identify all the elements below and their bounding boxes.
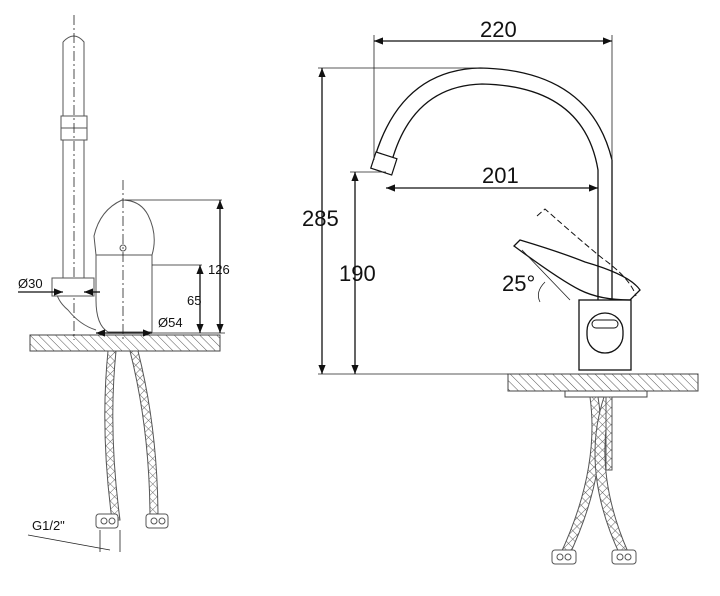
dim-height-65: 65	[187, 293, 201, 308]
side-view: Ø30 Ø54 126 65 G1/2"	[18, 15, 230, 552]
dim-height-126: 126	[208, 262, 230, 277]
lever-side	[93, 199, 155, 256]
hose-fittings-side	[95, 513, 169, 529]
countertop-side	[29, 334, 221, 352]
hose-side-left	[104, 350, 121, 521]
hose-side-right	[129, 350, 159, 521]
dim-spout-diameter: Ø30	[18, 276, 43, 291]
dim-reach-201: 201	[482, 163, 519, 188]
dim-lever-angle: 25°	[502, 271, 535, 296]
dim-thread: G1/2"	[32, 518, 65, 533]
mounting-stud	[605, 396, 613, 471]
dim-height-190: 190	[339, 261, 376, 286]
faucet-body-side	[95, 254, 153, 333]
hose-front-left	[559, 396, 602, 559]
dim-base-diameter: Ø54	[158, 315, 183, 330]
lever-front-raised	[536, 208, 637, 297]
gooseneck-spout	[373, 67, 613, 318]
lever-front	[513, 239, 641, 301]
dim-height-285: 285	[302, 206, 339, 231]
aerator-front	[370, 151, 398, 176]
spout-tube-side	[62, 35, 85, 291]
dim-reach-220: 220	[480, 17, 517, 42]
front-view: 220 201 285 190 25°	[302, 17, 699, 565]
countertop-front	[507, 373, 699, 392]
hose-fittings-front	[551, 549, 637, 565]
